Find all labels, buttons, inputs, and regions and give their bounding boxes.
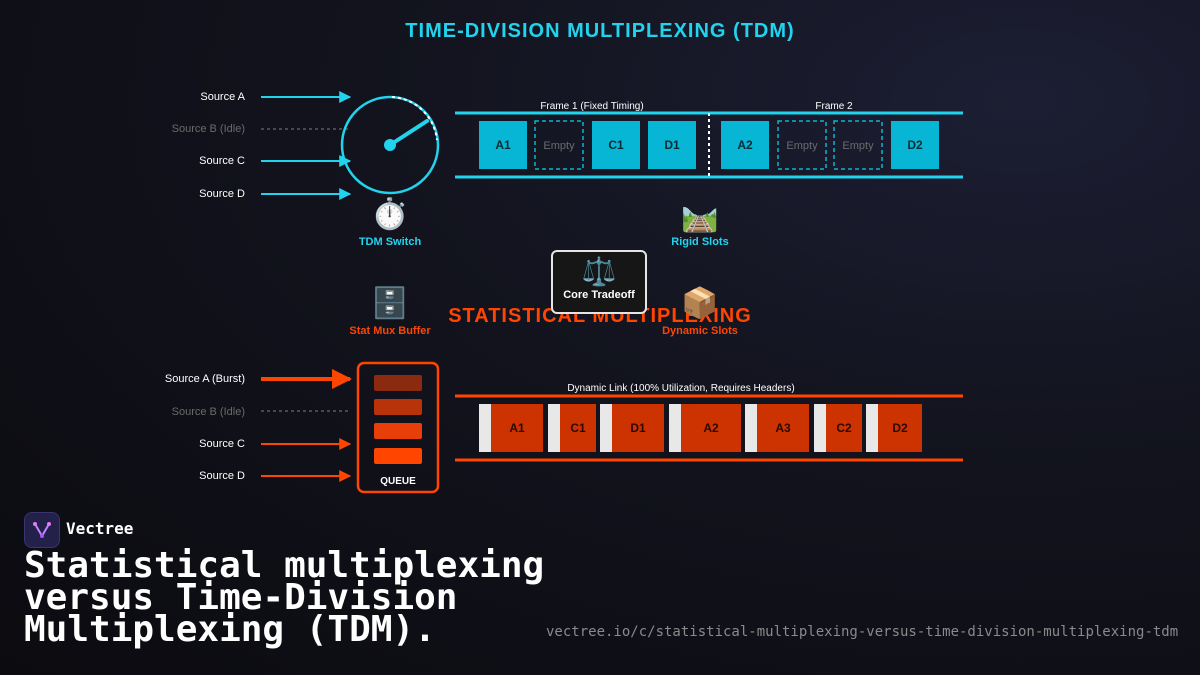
source-url: vectree.io/c/statistical-multiplexing-ve… <box>546 624 1179 640</box>
svg-text:C2: C2 <box>836 421 852 435</box>
tdm-source-b: Source B (Idle) <box>171 123 245 135</box>
svg-text:Empty: Empty <box>543 140 575 152</box>
headline: Statistical multiplexing versus Time-Div… <box>24 545 545 650</box>
tdm-slot-4: D1 <box>648 121 696 169</box>
stat-packet-3: D1 <box>600 404 664 452</box>
queue-item-3 <box>374 423 422 439</box>
balance-scale-icon: ⚖️ <box>581 256 617 287</box>
tdm-slot-8: D2 <box>891 121 939 169</box>
stat-source-a: Source A (Burst) <box>164 373 245 385</box>
tdm-switch-label: TDM Switch <box>358 236 422 248</box>
queue-item-1 <box>374 375 422 391</box>
tdm-slot-1: A1 <box>479 121 527 169</box>
tdm-slot-5: A2 <box>721 121 769 169</box>
tdm-frame1-label: Frame 1 (Fixed Timing) <box>540 101 643 112</box>
stat-queue-box <box>356 361 440 494</box>
tdm-switch-hand <box>388 119 429 147</box>
tdm-slot-2-empty: Empty <box>534 120 584 170</box>
dynamic-slots-label: Dynamic Slots <box>662 325 738 337</box>
svg-text:Empty: Empty <box>786 140 818 152</box>
tdm-source-d: Source D <box>199 188 245 200</box>
svg-text:C1: C1 <box>608 138 624 152</box>
queue-item-4 <box>374 448 422 464</box>
stat-mux-buffer-label: Stat Mux Buffer <box>349 325 431 337</box>
package-icon: 📦 <box>681 287 719 320</box>
svg-text:D2: D2 <box>892 421 908 435</box>
queue-item-2 <box>374 399 422 415</box>
stopwatch-icon: ⏱️ <box>371 198 409 231</box>
tdm-source-c: Source C <box>199 155 245 167</box>
svg-text:A1: A1 <box>509 421 525 435</box>
tdm-slot-3: C1 <box>592 121 640 169</box>
tdm-frame2-label: Frame 2 <box>815 101 853 112</box>
svg-text:D1: D1 <box>664 138 680 152</box>
tdm-slot-7-empty: Empty <box>833 120 883 170</box>
stat-packet-1: A1 <box>479 404 543 452</box>
stat-packet-7: D2 <box>866 404 922 452</box>
stat-packet-6: C2 <box>814 404 862 452</box>
tdm-slot-6-empty: Empty <box>777 120 827 170</box>
tdm-source-a: Source A <box>200 91 245 103</box>
queue-label: QUEUE <box>380 476 416 487</box>
svg-text:A3: A3 <box>775 421 791 435</box>
tdm-switch-pivot <box>384 139 396 151</box>
stat-link-label: Dynamic Link (100% Utilization, Requires… <box>567 383 794 394</box>
svg-text:Empty: Empty <box>842 140 874 152</box>
file-cabinet-icon: 🗄️ <box>371 287 409 320</box>
svg-text:D1: D1 <box>630 421 646 435</box>
tdm-title: TIME-DIVISION MULTIPLEXING (TDM) <box>405 20 795 42</box>
svg-text:C1: C1 <box>570 421 586 435</box>
rigid-slots-label: Rigid Slots <box>671 236 729 248</box>
stat-source-c: Source C <box>199 438 245 450</box>
core-tradeoff-label: Core Tradeoff <box>563 289 635 301</box>
stat-title: STATISTICAL MULTIPLEXING <box>448 305 752 327</box>
svg-text:A2: A2 <box>737 138 753 152</box>
vectree-logo-icon <box>24 512 60 548</box>
core-tradeoff-box: ⚖️ Core Tradeoff <box>551 250 647 314</box>
brand-name: Vectree <box>66 519 134 538</box>
svg-text:A2: A2 <box>703 421 719 435</box>
stat-source-d: Source D <box>199 470 245 482</box>
railway-track-icon: 🛤️ <box>681 200 719 233</box>
svg-text:D2: D2 <box>907 138 923 152</box>
stat-packet-5: A3 <box>745 404 809 452</box>
svg-text:A1: A1 <box>495 138 511 152</box>
tdm-switch-circle <box>340 95 440 195</box>
stat-packet-2: C1 <box>548 404 596 452</box>
tdm-switch-rotation-arc <box>391 96 438 141</box>
stat-source-b: Source B (Idle) <box>171 406 245 418</box>
stat-packet-4: A2 <box>669 404 741 452</box>
